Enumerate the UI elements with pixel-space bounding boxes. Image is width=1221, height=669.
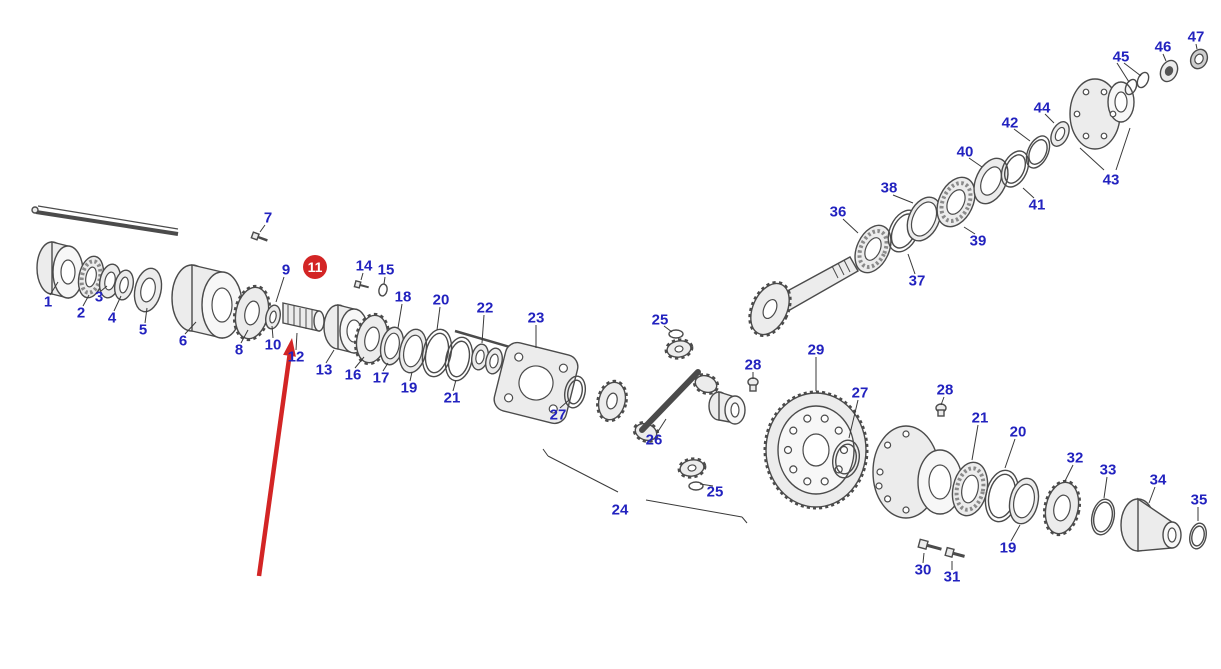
part-1-cup bbox=[36, 241, 84, 299]
part-20-snap-ring bbox=[421, 328, 453, 378]
part-45-washer-a bbox=[1124, 78, 1138, 96]
part-4-ring bbox=[113, 269, 135, 301]
part-35-ring bbox=[1189, 522, 1207, 550]
part-15-washer bbox=[378, 283, 388, 297]
part-21-bearing-right bbox=[951, 461, 989, 517]
leader-lines bbox=[49, 43, 1199, 570]
part-19-ring bbox=[398, 328, 428, 374]
part-27-washer-right bbox=[831, 439, 861, 479]
part-25-spider-gear-top bbox=[664, 338, 694, 360]
axle-rod bbox=[31, 205, 179, 236]
part-14-screw bbox=[353, 279, 369, 289]
part-32-splined-coupling bbox=[1042, 479, 1082, 537]
part-19-ring-right bbox=[1008, 477, 1040, 525]
part-41-ring bbox=[1000, 150, 1030, 188]
part-5-ring bbox=[133, 267, 163, 313]
pinion-gear bbox=[748, 280, 792, 338]
part-25-thrust-washer-top bbox=[668, 329, 684, 339]
part-9-washer bbox=[265, 304, 281, 330]
part-45-washer-b bbox=[1136, 71, 1150, 89]
part-31-bolt bbox=[944, 546, 965, 558]
part-36-bearing bbox=[854, 224, 892, 274]
part-40-ring bbox=[973, 157, 1009, 205]
part-28-plug-right bbox=[935, 403, 947, 417]
part-16-gear bbox=[354, 312, 390, 366]
part-46-washer bbox=[1159, 59, 1179, 83]
pinion-shaft bbox=[779, 256, 859, 312]
part-26-cross-pin bbox=[639, 369, 701, 433]
part-47-nut bbox=[1189, 48, 1209, 70]
part-28-plug bbox=[747, 377, 759, 392]
part-42-ring bbox=[1025, 135, 1051, 169]
part-25-thrust-washer-bottom bbox=[688, 481, 704, 491]
highlight-arrow-line bbox=[256, 351, 293, 577]
part-34-cone-hub bbox=[1120, 497, 1182, 552]
part-33-ring bbox=[1090, 498, 1116, 536]
part-30-bolt bbox=[917, 538, 942, 551]
part-29-ring-gear bbox=[763, 390, 869, 510]
part-7-screw bbox=[250, 231, 268, 242]
part-27-side-gear bbox=[596, 379, 628, 423]
part-43-flange bbox=[1069, 78, 1135, 150]
part-44-ring bbox=[1050, 121, 1070, 147]
part-39-bearing bbox=[936, 176, 976, 228]
part-11-splined-shaft bbox=[282, 302, 325, 332]
part-23-carrier-housing bbox=[493, 341, 579, 425]
hub-flange-right bbox=[872, 425, 963, 519]
part-25-spider-gear-bottom bbox=[677, 457, 707, 479]
spider-gear-right bbox=[692, 373, 720, 395]
part-6-drum bbox=[171, 264, 243, 339]
bracket-24 bbox=[542, 448, 748, 524]
part-27-washer-left bbox=[563, 375, 587, 409]
highlight-arrow bbox=[256, 338, 296, 577]
part-38-ring bbox=[906, 196, 942, 242]
highlight-arrow-head bbox=[283, 338, 296, 357]
side-gear-right-hub bbox=[708, 391, 746, 425]
